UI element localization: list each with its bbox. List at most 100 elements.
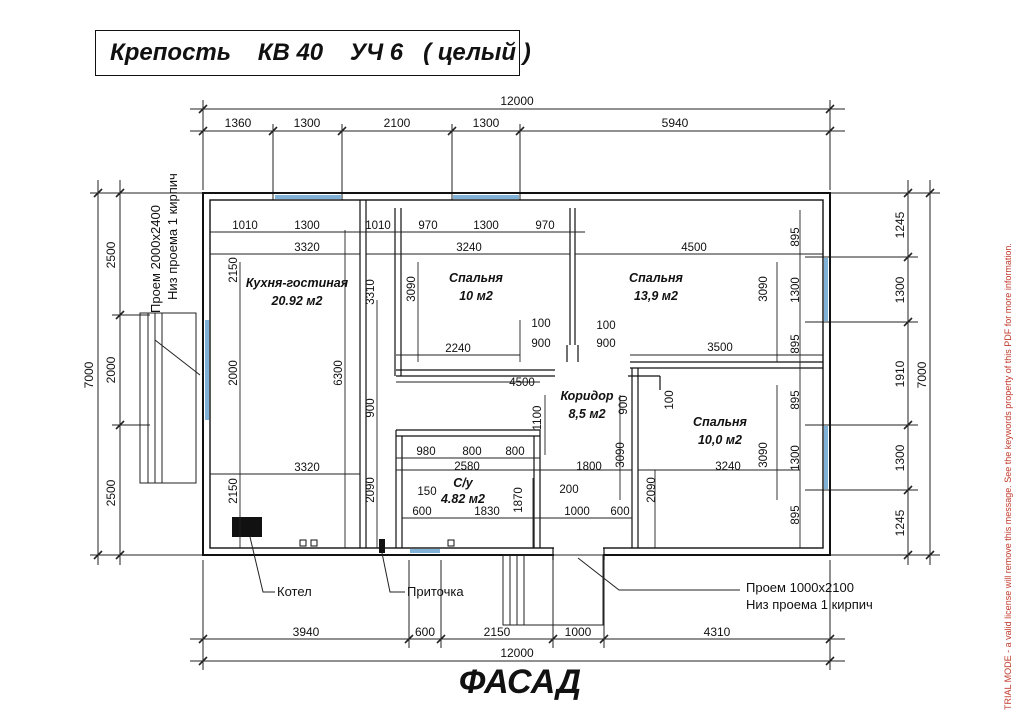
dim-kitchen-width-top: 3320: [294, 242, 320, 254]
dim-bed1-height: 3090: [406, 276, 418, 302]
outer-wall-inner-line: [209, 199, 824, 549]
dim-inner-1010b: 1010: [365, 220, 391, 232]
dim-inner-1300b: 1300: [473, 220, 499, 232]
dimensions-bottom: [190, 560, 845, 670]
dim-wc-2580: 2580: [454, 461, 480, 473]
side-opening-label: Проем 2000х2400 Низ проема 1 кирпич: [148, 173, 180, 313]
dim-kitchen-height: 6300: [333, 360, 345, 386]
dimension-labels-left: 7000 2500 2000 2500: [82, 241, 118, 506]
dim-corr-1800: 1800: [576, 461, 602, 473]
dim-door-100c: 100: [664, 390, 676, 409]
dim-kitchen-left-3: 2150: [228, 478, 240, 504]
dimensions-top: [190, 100, 845, 200]
side-porch: [139, 312, 201, 484]
dim-bottom-3: 2150: [484, 625, 511, 639]
callout-labels: Котел Приточка Проем 1000х2100 Низ проем…: [277, 580, 873, 612]
dim-wc-800b: 800: [505, 446, 524, 458]
dimensions-right: [805, 180, 940, 565]
dim-inner-1300a: 1300: [294, 220, 320, 232]
dim-right-1: 1245: [893, 211, 907, 238]
dim-wc-150: 150: [417, 486, 436, 498]
front-stairs: [502, 554, 604, 626]
dim-door-100b: 100: [596, 320, 615, 332]
dim-bed3-right-3: 895: [790, 505, 802, 524]
dim-bed2-right-2: 1300: [790, 277, 802, 303]
callout-door-opening-1: Проем 1000х2100: [746, 580, 854, 595]
room-corridor-area: 8,5 м2: [568, 407, 605, 421]
callout-door-opening-2: Низ проема 1 кирпич: [746, 597, 873, 612]
dim-corr-600: 600: [610, 506, 629, 518]
dim-corr-1000: 1000: [564, 506, 590, 518]
dim-right-3: 1910: [893, 360, 907, 387]
dim-left-3: 2500: [104, 479, 118, 506]
room-wc-area: 4.82 м2: [440, 492, 485, 506]
dim-kitchen-left-1: 2150: [228, 257, 240, 283]
boiler-block: [232, 517, 262, 537]
dim-total-bottom: 12000: [500, 646, 534, 660]
dim-bed2-height: 3090: [758, 276, 770, 302]
room-bed1-area: 10 м2: [459, 289, 493, 303]
dim-corr-900: 900: [618, 395, 630, 414]
dim-bed3-right-2: 1300: [790, 445, 802, 471]
dim-bed3-right-1: 895: [790, 390, 802, 409]
room-kitchen-name: Кухня-гостиная: [246, 276, 349, 290]
inner-dimension-labels: 1010 1300 1010 970 1300 970 3320 3240 45…: [228, 220, 802, 525]
dim-top-1: 1360: [225, 116, 252, 130]
plan-title: Крепость КВ 40 УЧ 6 ( целый ): [95, 30, 531, 76]
room-bed2-name: Спальня: [629, 271, 684, 285]
room-wc-name: С/у: [453, 476, 474, 490]
callout-boiler: Котел: [277, 584, 312, 599]
dimension-labels-right: 1245 1300 1910 1300 1245 7000: [893, 211, 929, 536]
callout-lines: [249, 536, 740, 593]
room-bed2-area: 13,9 м2: [634, 289, 678, 303]
dim-bed3-2090: 2090: [646, 477, 658, 503]
dim-right-total: 7000: [915, 361, 929, 388]
dim-bottom-4: 1000: [565, 625, 592, 639]
dim-corridor-4500: 4500: [509, 377, 535, 389]
dim-right-2: 1300: [893, 276, 907, 303]
dim-bed2-right-3: 895: [790, 334, 802, 353]
callout-supply: Приточка: [407, 584, 464, 599]
dim-bed1-2240: 2240: [445, 343, 471, 355]
windows: [205, 195, 828, 553]
dim-bottom-2: 600: [415, 625, 435, 639]
dim-inner-970b: 970: [535, 220, 554, 232]
dim-kitchen-width-bottom: 3320: [294, 462, 320, 474]
dim-top-5: 5940: [662, 116, 689, 130]
trial-watermark: TRIAL MODE - a valid license will remove…: [1003, 243, 1023, 710]
dimension-labels-bottom: 3940 600 2150 1000 4310 12000: [293, 625, 731, 660]
dim-wc-800a: 800: [462, 446, 481, 458]
dim-total-top: 12000: [500, 94, 534, 108]
room-bed3-area: 10,0 м2: [698, 433, 742, 447]
dim-wc-600: 600: [412, 506, 431, 518]
sockets: [299, 539, 455, 547]
room-labels: Кухня-гостиная 20.92 м2 Спальня 10 м2 Сп…: [246, 271, 748, 506]
dim-wc-1870: 1870: [513, 487, 525, 513]
dim-bottom-5: 4310: [704, 625, 731, 639]
facade-label: ФАСАД: [459, 663, 581, 701]
dim-top-3: 2100: [384, 116, 411, 130]
dim-inner-1010a: 1010: [232, 220, 258, 232]
dimension-labels-top: 12000 1360 1300 2100 1300 5940: [225, 94, 689, 130]
dim-corr-200: 200: [559, 484, 578, 496]
dim-kitchen-3310: 3310: [365, 279, 377, 305]
dim-left-total: 7000: [82, 361, 96, 388]
dim-bed1-width: 3240: [456, 242, 482, 254]
dim-kitchen-2090: 2090: [365, 477, 377, 503]
dim-corr-3090: 3090: [615, 442, 627, 468]
dim-door-100a: 100: [531, 318, 550, 330]
callout-side-opening-1: Проем 2000х2400: [148, 205, 163, 313]
trial-watermark-text: TRIAL MODE - a valid license will remove…: [1003, 243, 1013, 710]
room-bed3-name: Спальня: [693, 415, 748, 429]
dim-left-2: 2000: [104, 356, 118, 383]
dim-bed3-width: 3240: [715, 461, 741, 473]
room-kitchen-area: 20.92 м2: [271, 294, 323, 308]
dim-bed2-right-1: 895: [790, 227, 802, 246]
room-bed1-name: Спальня: [449, 271, 504, 285]
dim-top-2: 1300: [294, 116, 321, 130]
dim-bed2-width: 4500: [681, 242, 707, 254]
dim-corr-1100: 1100: [532, 406, 544, 431]
dim-door-900b: 900: [596, 338, 615, 350]
dim-top-4: 1300: [473, 116, 500, 130]
